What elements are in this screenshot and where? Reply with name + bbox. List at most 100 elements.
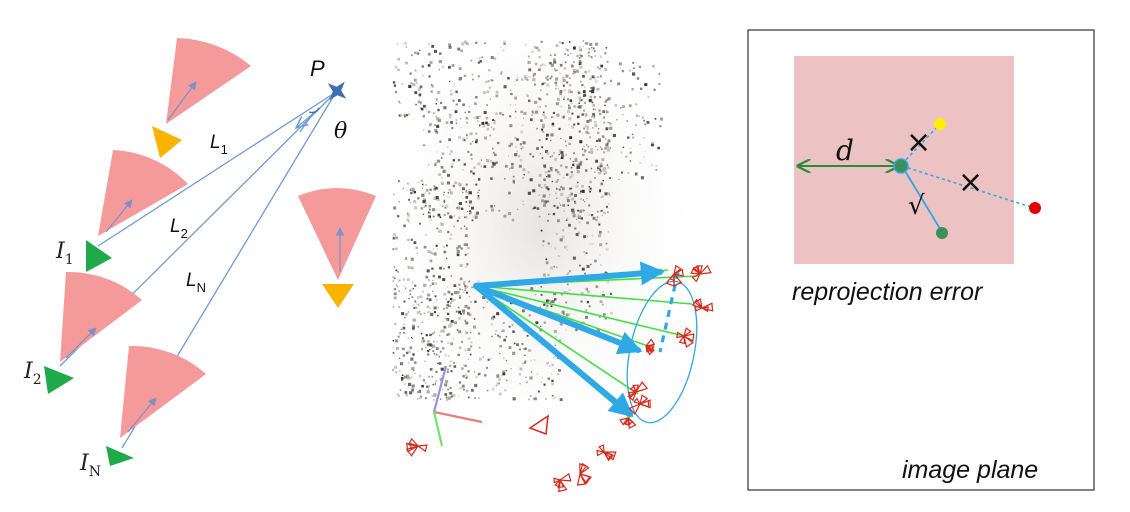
cloud-point <box>490 204 493 208</box>
coordinate-axes <box>432 365 483 447</box>
cloud-point <box>429 284 432 287</box>
cloud-point <box>625 155 628 158</box>
cloud-point <box>587 70 591 73</box>
cloud-point <box>557 219 560 223</box>
cloud-point <box>632 136 635 139</box>
cloud-point <box>412 189 414 192</box>
cloud-point <box>596 328 598 330</box>
cloud-point <box>629 151 632 154</box>
cloud-point <box>464 349 467 352</box>
cloud-point <box>416 303 419 306</box>
cloud-point <box>536 373 538 375</box>
cloud-point <box>446 181 450 185</box>
cloud-point <box>538 173 542 177</box>
camera-in-icon <box>106 446 134 466</box>
cloud-point <box>543 111 545 114</box>
cloud-point <box>562 115 565 118</box>
cloud-point <box>581 267 585 271</box>
cloud-point <box>486 389 489 392</box>
connector-yellow <box>901 125 939 165</box>
cloud-point <box>567 204 569 207</box>
cloud-point <box>438 173 441 176</box>
cloud-point <box>428 77 430 79</box>
cloud-point <box>549 54 552 56</box>
cloud-point <box>551 373 553 375</box>
cloud-point <box>526 94 529 98</box>
cloud-point <box>633 67 635 69</box>
cloud-point <box>392 280 395 282</box>
cloud-point <box>585 287 589 291</box>
cloud-point <box>429 349 431 351</box>
cloud-point <box>416 391 419 393</box>
cloud-point <box>435 130 439 134</box>
cloud-point <box>594 55 596 57</box>
cloud-point <box>534 83 537 86</box>
cloud-point <box>449 237 452 240</box>
cloud-point <box>427 384 430 388</box>
cloud-point <box>401 379 403 382</box>
cloud-point <box>635 103 638 106</box>
cloud-point <box>562 84 565 87</box>
cloud-point <box>654 118 657 120</box>
reject-mark-lower: × <box>958 165 983 200</box>
cloud-point <box>457 206 461 210</box>
cloud-point <box>604 147 607 150</box>
cloud-point <box>407 266 411 269</box>
cloud-point <box>414 300 416 302</box>
cloud-point <box>470 153 473 156</box>
cloud-point <box>450 121 453 124</box>
cloud-point <box>573 123 576 126</box>
cloud-point <box>451 127 454 129</box>
cloud-point <box>410 257 414 261</box>
track-cone-ellipse <box>626 280 698 424</box>
cloud-point <box>508 144 511 148</box>
cloud-point <box>597 131 600 135</box>
cloud-point <box>599 300 603 303</box>
cloud-point <box>627 136 630 139</box>
cloud-point <box>586 158 588 161</box>
cloud-point <box>644 151 646 153</box>
cloud-point <box>587 132 590 135</box>
cloud-point <box>404 257 408 260</box>
cloud-point <box>556 266 558 268</box>
cloud-point <box>482 91 486 94</box>
cloud-point <box>491 316 494 320</box>
cloud-point <box>555 187 557 189</box>
cloud-point <box>445 298 448 301</box>
cloud-point <box>442 389 444 391</box>
cloud-point <box>420 207 423 210</box>
cloud-point <box>466 134 468 137</box>
cloud-point <box>563 291 567 294</box>
cloud-point <box>609 292 612 295</box>
cloud-point <box>626 120 628 122</box>
cloud-point <box>402 187 405 189</box>
cloud-point <box>490 177 493 180</box>
cloud-point <box>438 231 440 233</box>
cloud-point <box>427 64 431 67</box>
cloud-point <box>523 173 525 176</box>
cloud-point <box>427 340 430 343</box>
cloud-point <box>559 90 563 93</box>
cloud-point <box>534 62 538 66</box>
cloud-point <box>460 118 462 120</box>
cloud-point <box>468 205 471 207</box>
cloud-point <box>579 48 582 52</box>
cloud-point <box>572 163 575 166</box>
cloud-point <box>473 318 476 320</box>
camera-frustum <box>694 305 703 312</box>
cloud-point <box>511 163 514 166</box>
cloud-point <box>444 317 446 319</box>
cloud-point <box>519 367 523 371</box>
cloud-point <box>433 306 437 310</box>
cloud-point <box>473 166 476 169</box>
cloud-point <box>516 150 518 153</box>
cloud-point <box>468 189 471 191</box>
cloud-point <box>423 283 427 287</box>
cloud-point <box>398 114 402 117</box>
cloud-point <box>546 304 549 307</box>
cloud-point <box>555 180 558 183</box>
camera-i1 <box>86 150 188 272</box>
cloud-point <box>575 69 579 73</box>
cloud-point <box>456 247 459 251</box>
cloud-point <box>479 115 481 118</box>
